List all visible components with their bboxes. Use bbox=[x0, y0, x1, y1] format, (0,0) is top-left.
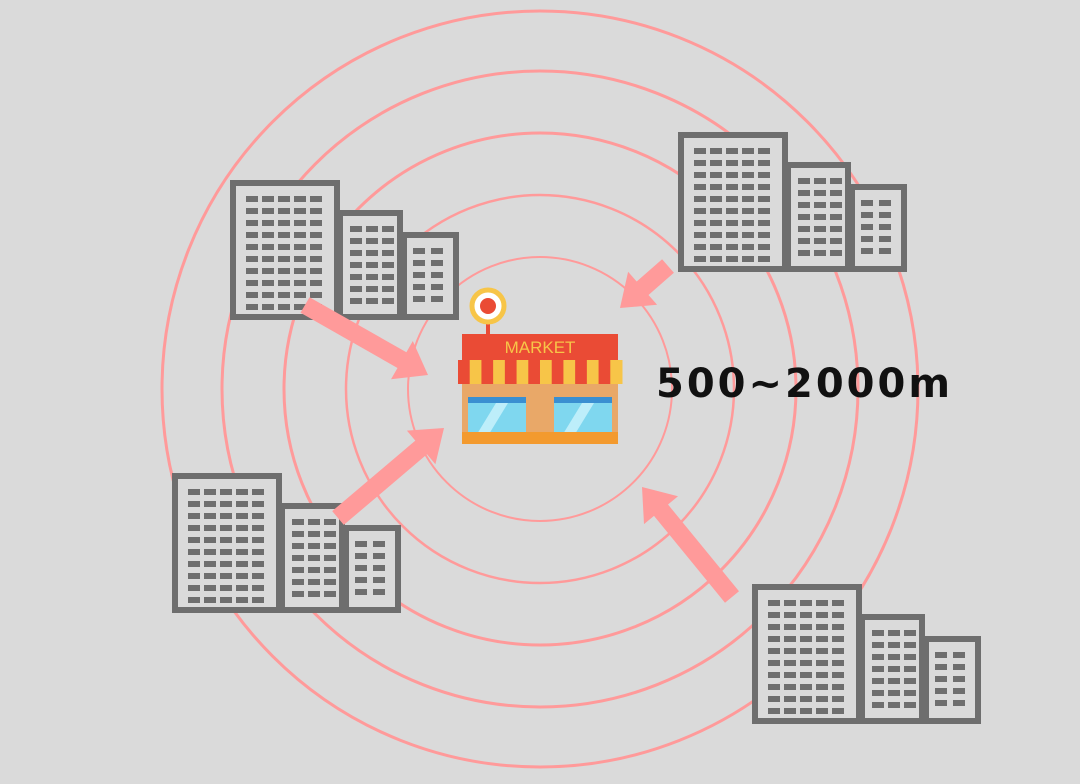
arrow-icon bbox=[620, 259, 674, 308]
location-pin-icon bbox=[469, 287, 507, 325]
radius-ring-1 bbox=[407, 256, 673, 522]
arrow-icon bbox=[642, 487, 739, 603]
store-window-left-top bbox=[468, 397, 526, 403]
arrow-shape bbox=[300, 297, 428, 380]
store-sign bbox=[462, 334, 618, 360]
window-glare bbox=[474, 403, 508, 439]
arrow-shape bbox=[642, 487, 739, 603]
awning-stripe bbox=[516, 360, 529, 384]
radius-ring-4 bbox=[220, 69, 860, 709]
awning-stripe bbox=[551, 360, 564, 384]
awning-stripe bbox=[469, 360, 482, 384]
awning-stripe bbox=[586, 360, 600, 384]
arrow-shape bbox=[332, 428, 444, 525]
store-awning bbox=[458, 360, 623, 384]
building-cluster-icon bbox=[755, 587, 978, 721]
radius-rings bbox=[160, 9, 920, 769]
window-glare bbox=[560, 403, 594, 439]
arrow-shape bbox=[620, 259, 674, 308]
awning-stripe bbox=[540, 360, 553, 384]
arrow-icon bbox=[300, 297, 428, 380]
building-cluster-icon bbox=[233, 183, 456, 317]
awning-stripe bbox=[504, 360, 518, 384]
arrow-icon bbox=[332, 428, 444, 525]
distance-label: 500~2000m bbox=[656, 361, 954, 407]
market-store-icon: MARKET bbox=[458, 287, 623, 444]
store-base bbox=[462, 432, 618, 444]
awning-stripe bbox=[528, 360, 541, 384]
arrows bbox=[300, 259, 739, 603]
store-window-right-top bbox=[554, 397, 612, 403]
awning-stripe bbox=[610, 360, 623, 384]
radius-ring-2 bbox=[344, 193, 736, 585]
radius-ring-5 bbox=[160, 9, 920, 769]
building-cluster-icon bbox=[681, 135, 904, 269]
awning-stripe bbox=[493, 360, 506, 384]
awning-stripe bbox=[481, 360, 494, 384]
awning-stripe bbox=[575, 360, 588, 384]
awning-stripe bbox=[563, 360, 576, 384]
store-sign-text: MARKET bbox=[505, 338, 576, 357]
awning-stripe bbox=[458, 360, 471, 384]
awning-stripe bbox=[598, 360, 611, 384]
radius-ring-3 bbox=[282, 131, 798, 647]
